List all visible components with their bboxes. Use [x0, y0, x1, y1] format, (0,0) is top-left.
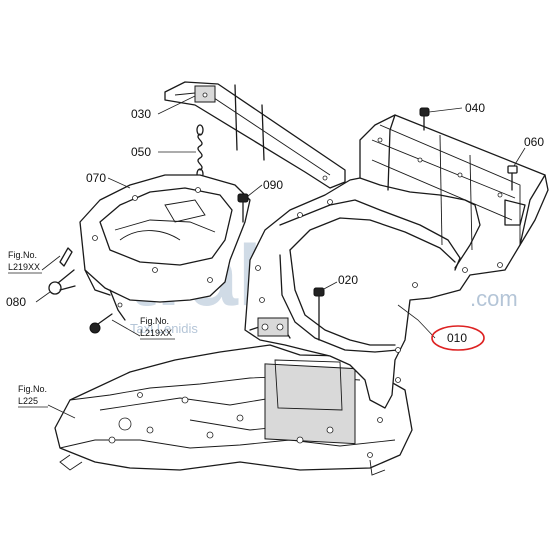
label-050: 050 — [131, 145, 151, 159]
part-050-spring — [196, 124, 204, 180]
label-070: 070 — [86, 171, 106, 185]
part-010-fender-assembly — [244, 114, 549, 409]
ref-l219-right-line1: Fig.No. — [140, 316, 169, 326]
part-labels: 030 050 070 090 040 060 020 080 010 — [6, 101, 544, 351]
ref-l219-left-line1: Fig.No. — [8, 250, 37, 260]
ref-l219-right-line2: L219XX — [140, 328, 172, 338]
label-010: 010 — [447, 331, 467, 345]
watermark-domain: .com — [470, 286, 518, 311]
part-020-bolt — [313, 287, 325, 341]
label-040: 040 — [465, 101, 485, 115]
label-080: 080 — [6, 295, 26, 309]
label-030: 030 — [131, 107, 151, 121]
figure-references: Fig.No. L219XX Fig.No. L219XX Fig.No. L2… — [8, 250, 175, 408]
part-090-bolt — [237, 193, 249, 223]
part-070-seat-pan — [79, 174, 251, 321]
label-090: 090 — [263, 178, 283, 192]
label-020: 020 — [338, 273, 358, 287]
watermark-owner: Taxi Lenidis — [130, 321, 198, 336]
label-060: 060 — [524, 135, 544, 149]
highlight-010-ring — [431, 325, 485, 351]
ref-l219-left-line2: L219XX — [8, 262, 40, 272]
ref-l225-line1: Fig.No. — [18, 384, 47, 394]
part-030-plate — [164, 81, 346, 189]
part-080-knobs — [48, 247, 113, 334]
ref-l225-line2: L225 — [18, 396, 38, 406]
leader-lines — [35, 95, 526, 419]
main-frame — [54, 344, 413, 476]
part-060-bolt — [507, 165, 518, 191]
